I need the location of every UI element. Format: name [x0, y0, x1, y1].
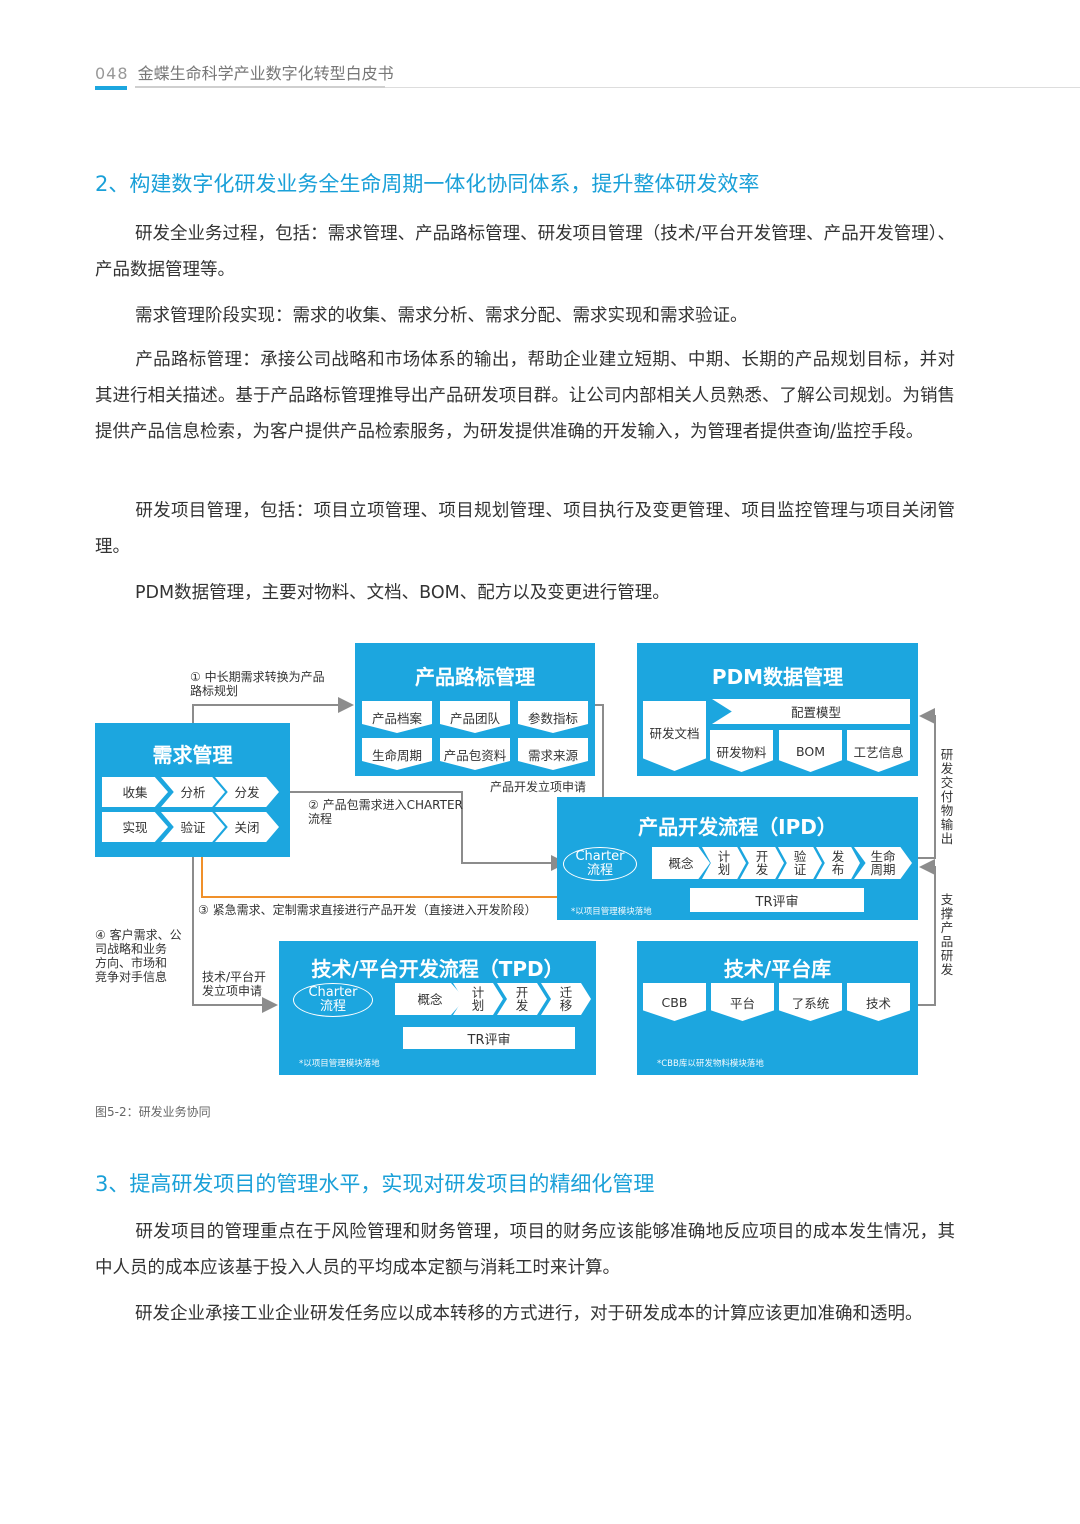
tech-item-cbb: CBB	[643, 983, 706, 1021]
ipd-charter-process: Charter 流程	[563, 847, 637, 881]
ipd-step-release: 发 布	[816, 847, 860, 879]
ipd-step-lifecycle: 生命 周期	[854, 847, 912, 879]
section-2-heading: 2、构建数字化研发业务全生命周期一体化协同体系，提升整体研发效率	[95, 172, 760, 196]
tech-platform-library-box: 技术/平台库 CBB 平台 了系统 技术 *CBB库以研发物料模块落地	[637, 941, 918, 1075]
label-support-product-rd: 支撑产品研发	[940, 892, 954, 977]
roadmap-item-package-docs: 产品包资料	[440, 738, 510, 770]
label-midlong-demand: ① 中长期需求转换为产品 路标规划	[190, 670, 325, 698]
section-2-paragraph-2: 需求管理阶段实现：需求的收集、需求分析、需求分配、需求实现和需求验证。	[135, 306, 748, 326]
tech-item-platform: 平台	[711, 983, 774, 1021]
product-roadmap-box: 产品路标管理 产品档案 产品团队 参数指标 生命周期 产品包资料 需求来源	[355, 643, 595, 776]
section-2-paragraph-5: PDM数据管理，主要对物料、文档、BOM、配方以及变更进行管理。	[135, 583, 670, 603]
tpd-tr-review: TR评审	[403, 1027, 575, 1049]
roadmap-item-product-archive: 产品档案	[362, 701, 432, 733]
tpd-title: 技术/平台开发流程（TPD）	[311, 957, 564, 981]
section-2-paragraph-1: 研发全业务过程，包括：需求管理、产品路标管理、研发项目管理（技术/平台开发管理、…	[95, 224, 955, 280]
ipd-step-verify: 验 证	[778, 847, 822, 879]
demand-management-title: 需求管理	[152, 743, 233, 767]
header-rule	[385, 87, 1080, 88]
figure-caption: 图5-2：研发业务协同	[95, 1105, 211, 1119]
product-roadmap-title: 产品路标管理	[415, 665, 535, 689]
demand-step-analyze: 分析	[161, 777, 225, 807]
ipd-note: *以项目管理模块落地	[571, 907, 652, 917]
label-tpd-apply: 技术/平台开 发立项申请	[202, 970, 267, 998]
pdm-item-rd-materials: 研发物料	[710, 730, 773, 772]
pdm-title: PDM数据管理	[711, 665, 844, 689]
pdm-item-rd-docs: 研发文档	[643, 701, 706, 771]
pdm-item-bom: BOM	[779, 730, 842, 772]
tpd-note: *以项目管理模块落地	[299, 1059, 380, 1069]
tpd-step-plan: 计 划	[453, 983, 503, 1015]
page-header: 048 金蝶生命科学产业数字化转型白皮书	[95, 60, 394, 84]
ipd-step-develop: 开 发	[740, 847, 784, 879]
roadmap-item-demand-source: 需求来源	[518, 738, 588, 770]
tpd-charter-process: Charter 流程	[293, 983, 373, 1017]
label-product-dev-apply: 产品开发立项申请	[490, 780, 587, 794]
label-customer-demand: ④ 客户需求、公 司战略和业务 方向、市场和 竞争对手信息	[95, 928, 182, 984]
tech-platform-library-title: 技术/平台库	[723, 957, 832, 981]
demand-management-box: 需求管理 收集 分析 分发 实现 验证 关闭	[95, 723, 290, 857]
tpd-step-develop: 开 发	[497, 983, 547, 1015]
ipd-box: 产品开发流程（IPD） Charter 流程 概念 计 划 开 发 验 证 发 …	[557, 797, 918, 920]
section-2-paragraph-3: 产品路标管理：承接公司战略和市场体系的输出，帮助企业建立短期、中期、长期的产品规…	[95, 350, 955, 442]
tpd-box: 技术/平台开发流程（TPD） Charter 流程 概念 计 划 开 发 迁 移…	[279, 941, 596, 1075]
roadmap-item-product-team: 产品团队	[440, 701, 510, 733]
label-urgent-demand: ③ 紧急需求、定制需求直接进行产品开发（直接进入开发阶段）	[198, 903, 537, 917]
page-number: 048	[95, 64, 129, 83]
header-underline	[135, 86, 385, 88]
ipd-step-concept: 概念	[652, 847, 710, 879]
tech-item-technology: 技术	[847, 983, 910, 1021]
label-package-demand: ② 产品包需求进入CHARTER 流程	[308, 798, 463, 826]
header-accent-bar	[95, 86, 127, 90]
section-2-paragraph-4: 研发项目管理，包括：项目立项管理、项目规划管理、项目执行及变更管理、项目监控管理…	[95, 501, 955, 557]
tpd-step-migrate: 迁 移	[541, 983, 591, 1015]
label-deliverable-output: 研发交付物输出	[940, 747, 954, 846]
pdm-box: PDM数据管理 研发文档 配置模型 研发物料 BOM 工艺信息	[637, 643, 918, 776]
roadmap-item-parameters: 参数指标	[518, 701, 588, 733]
demand-step-collect: 收集	[102, 777, 168, 807]
tech-item-subsystem: 了系统	[779, 983, 842, 1021]
section-3-heading: 3、提高研发项目的管理水平，实现对研发项目的精细化管理	[95, 1172, 655, 1196]
demand-step-verify: 验证	[161, 812, 225, 842]
tpd-step-concept: 概念	[395, 983, 465, 1015]
roadmap-item-lifecycle: 生命周期	[362, 738, 432, 770]
section-3-paragraph-2: 研发企业承接工业企业研发任务应以成本转移的方式进行，对于研发成本的计算应该更加准…	[135, 1304, 923, 1324]
ipd-tr-review: TR评审	[690, 888, 864, 912]
ipd-title: 产品开发流程（IPD）	[638, 815, 837, 839]
document-title: 金蝶生命科学产业数字化转型白皮书	[137, 64, 394, 83]
pdm-item-process-info: 工艺信息	[847, 730, 910, 772]
section-3-paragraph-1: 研发项目的管理重点在于风险管理和财务管理，项目的财务应该能够准确地反应项目的成本…	[95, 1222, 955, 1278]
tech-library-note: *CBB库以研发物料模块落地	[657, 1059, 764, 1069]
demand-step-implement: 实现	[102, 812, 168, 842]
pdm-config-model: 配置模型	[712, 699, 910, 724]
